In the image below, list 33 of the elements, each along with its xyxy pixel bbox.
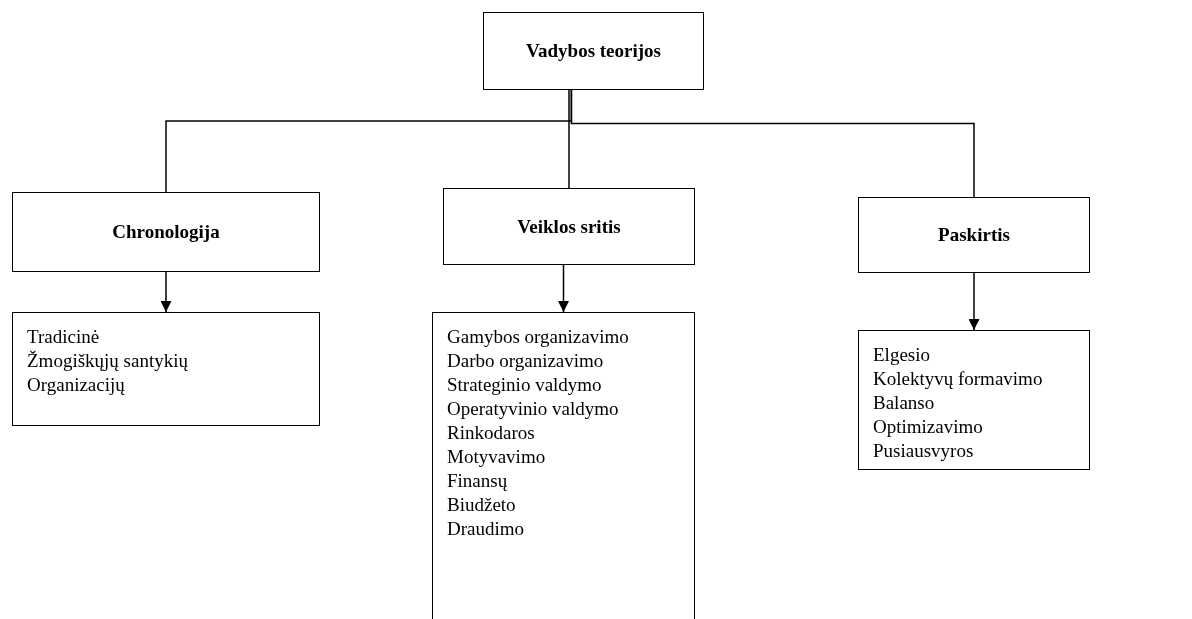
list-item: Tradicinė (27, 325, 100, 349)
connector-line (570, 89, 975, 198)
arrow (558, 264, 569, 313)
list-item: Optimizavimo (873, 415, 983, 439)
box-title: Veiklos sritis (517, 215, 621, 238)
box-title: Chronologija (112, 221, 220, 243)
box-title: Paskirtis (938, 224, 1010, 246)
connector-line (568, 89, 570, 189)
list-item: Gamybos organizavimo (447, 325, 629, 349)
list-item: Elgesio (873, 343, 930, 367)
list-box (858, 330, 1090, 470)
category-box (858, 197, 1090, 273)
list-box (432, 312, 695, 619)
list-box (12, 312, 320, 426)
list-item: Organizacijų (27, 373, 125, 397)
list-item: Operatyvinio valdymo (447, 397, 619, 421)
category-box (443, 188, 695, 265)
category-box (12, 192, 320, 272)
list-item: Biudžeto (447, 493, 516, 517)
list-item: Kolektyvų formavimo (873, 367, 1043, 391)
list-item: Finansų (447, 469, 508, 493)
arrow (968, 272, 980, 331)
arrow (160, 271, 172, 313)
list-item: Žmogiškųjų santykių (27, 349, 188, 373)
box-title: Vadybos teorijos (526, 40, 661, 62)
category-box (483, 12, 704, 90)
list-item: Pusiausvyros (873, 439, 974, 463)
list-item: Rinkodaros (447, 421, 535, 445)
list-item: Balanso (873, 391, 935, 415)
list-item: Strateginio valdymo (447, 373, 602, 397)
list-item: Motyvavimo (447, 445, 546, 469)
list-item: Darbo organizavimo (447, 349, 604, 373)
list-item: Draudimo (447, 517, 525, 541)
